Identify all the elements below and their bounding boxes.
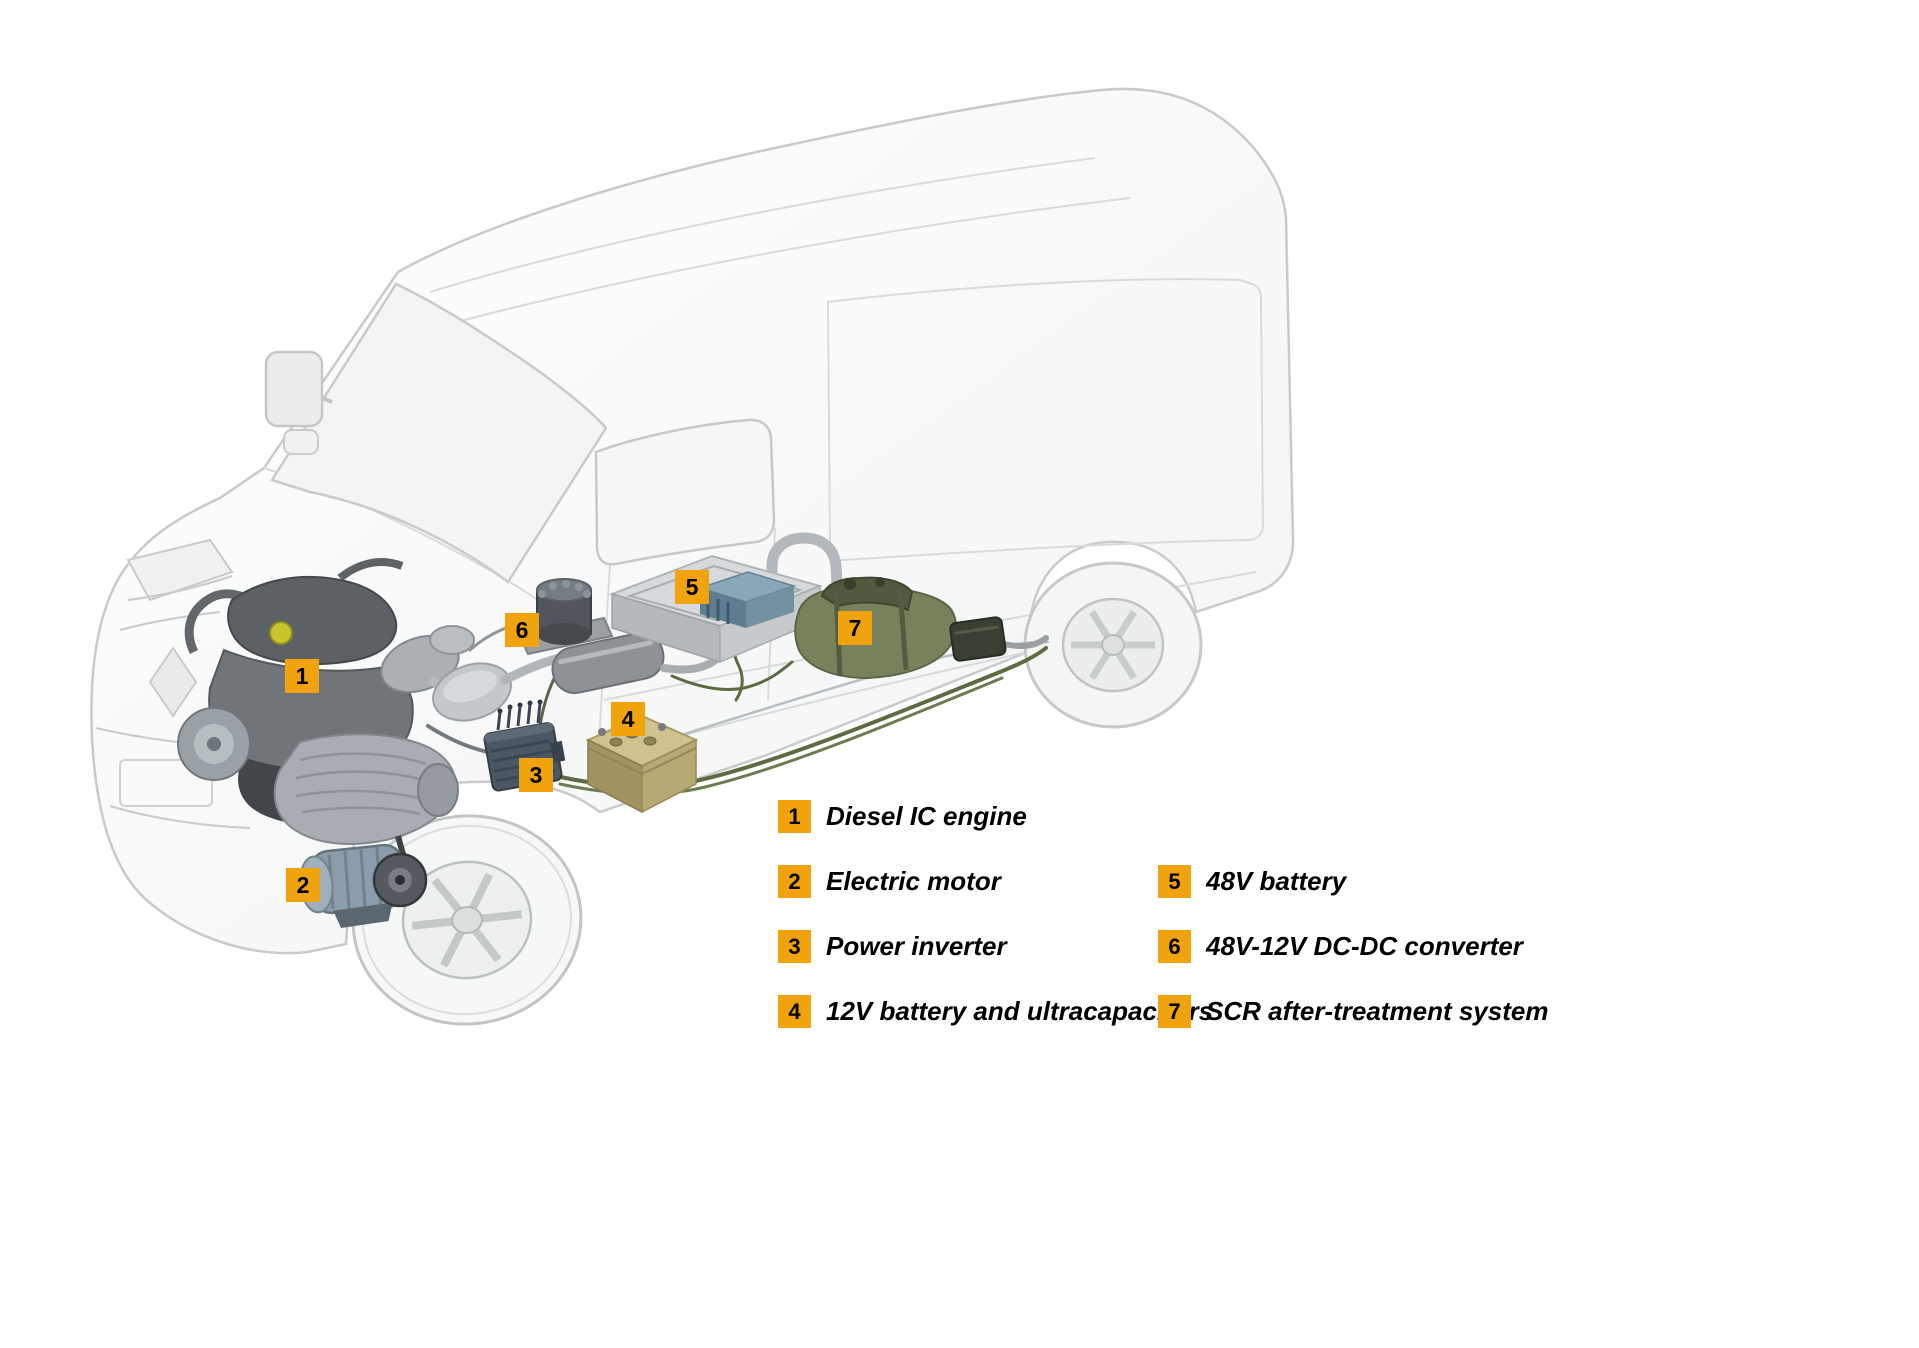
- marker-3-power-inverter: 3: [519, 758, 553, 792]
- marker-6-dcdc-converter: 6: [505, 613, 539, 647]
- legend-column-2: 5 48V battery 6 48V-12V DC-DC converter …: [1158, 865, 1548, 1060]
- legend-item-48v-battery: 5 48V battery: [1158, 865, 1548, 898]
- legend-item-scr-system: 7 SCR after-treatment system: [1158, 995, 1548, 1028]
- legend-badge-4: 4: [778, 995, 811, 1028]
- legend-badge-6: 6: [1158, 930, 1191, 963]
- gearbox-illustration: [273, 733, 459, 845]
- marker-7-scr-system: 7: [838, 611, 872, 645]
- marker-5-48v-battery: 5: [675, 570, 709, 604]
- marker-1-diesel-ic-engine: 1: [285, 659, 319, 693]
- legend-label-dcdc-converter: 48V-12V DC-DC converter: [1206, 931, 1523, 961]
- legend-label-48v-battery: 48V battery: [1206, 866, 1347, 896]
- legend-badge-3: 3: [778, 930, 811, 963]
- legend-label-12v-battery: 12V battery and ultracapacitors: [826, 996, 1214, 1026]
- dcdc-converter-illustration: [518, 578, 614, 656]
- legend-badge-2: 2: [778, 865, 811, 898]
- side-mirror: [264, 350, 333, 455]
- van-front-face: [95, 538, 251, 829]
- battery-48v-illustration: [608, 554, 824, 664]
- legend-badge-1: 1: [778, 800, 811, 833]
- legend-badge-5: 5: [1158, 865, 1191, 898]
- legend-item-dcdc-converter: 6 48V-12V DC-DC converter: [1158, 930, 1548, 963]
- legend-item-electric-motor: 2 Electric motor: [778, 865, 1213, 898]
- legend-badge-7: 7: [1158, 995, 1191, 1028]
- legend-label-power-inverter: Power inverter: [826, 931, 1007, 961]
- legend-item-diesel-ic-engine: 1 Diesel IC engine: [778, 800, 1213, 833]
- legend-item-power-inverter: 3 Power inverter: [778, 930, 1213, 963]
- legend-label-diesel-ic-engine: Diesel IC engine: [826, 801, 1027, 831]
- marker-2-electric-motor: 2: [286, 868, 320, 902]
- side-window: [594, 418, 776, 566]
- legend-label-electric-motor: Electric motor: [826, 866, 1001, 896]
- legend-label-scr-system: SCR after-treatment system: [1206, 996, 1549, 1026]
- legend-item-12v-battery: 4 12V battery and ultracapacitors: [778, 995, 1213, 1028]
- windshield: [270, 282, 608, 584]
- marker-4-12v-battery: 4: [611, 702, 645, 736]
- rear-wheel: [1023, 561, 1203, 729]
- legend-column-1: 1 Diesel IC engine 2 Electric motor 3 Po…: [778, 800, 1213, 1060]
- scr-system-illustration: [794, 576, 1007, 680]
